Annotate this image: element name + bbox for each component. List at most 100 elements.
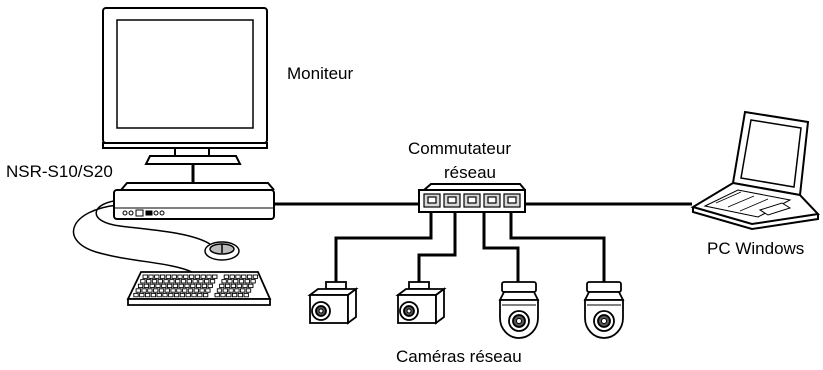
keyboard-key [163, 279, 169, 284]
keyboard-key [164, 288, 170, 293]
keyboard-key [240, 288, 246, 293]
switch-label-line1: Commutateur [408, 139, 511, 158]
keyboard-key [206, 274, 212, 279]
cable-recorder-mouse [95, 199, 211, 245]
keyboard-key [188, 274, 195, 279]
keyboard-key [157, 279, 163, 284]
keyboard-key [175, 279, 181, 284]
keyboard-key [149, 283, 155, 289]
keyboard-key [133, 292, 139, 298]
keyboard-key [166, 283, 173, 289]
recorder-label: NSR-S10/S20 [6, 162, 113, 181]
keyboard-key [233, 279, 239, 284]
keyboard-key [141, 288, 147, 293]
keyboard-key [219, 283, 225, 289]
keyboard-key [156, 292, 162, 298]
keyboard-key [216, 288, 223, 293]
keyboard-key [195, 283, 202, 289]
keyboard-key [177, 274, 183, 279]
dome-camera-icon-1 [498, 281, 540, 339]
pc-label: PC Windows [707, 239, 804, 258]
keyboard-key [250, 279, 256, 284]
keyboard-key [248, 283, 254, 289]
keyboard-key [162, 292, 168, 298]
keyboard-key [179, 292, 186, 298]
keyboard-key [185, 292, 191, 298]
keyboard-key [199, 288, 205, 293]
keyboard-key [222, 288, 228, 293]
keyboard-key [243, 292, 249, 298]
keyboard-key [155, 283, 161, 289]
keyboard-key [135, 288, 141, 293]
keyboard-key [202, 292, 209, 298]
keyboard-key [230, 283, 237, 289]
keyboard-key [173, 292, 180, 298]
keyboard-key [169, 279, 175, 284]
keyboard-key [224, 283, 231, 289]
dome-camera-icon-2 [583, 281, 625, 339]
keyboard-key [182, 288, 188, 293]
cables [72, 163, 692, 282]
keyboard-key [147, 288, 153, 293]
keyboard-key [139, 292, 145, 298]
keyboard-key [187, 288, 194, 293]
keyboard-key [201, 283, 208, 289]
switch-icon [418, 183, 526, 213]
keyboard-key [229, 274, 235, 279]
keyboard-key [228, 288, 234, 293]
cable-recorder-keyboard [72, 204, 193, 273]
keyboard-key [184, 283, 190, 289]
keyboard-key [159, 274, 166, 279]
keyboard-key [226, 292, 232, 298]
keyboard-key [190, 283, 196, 289]
keyboard-key [146, 279, 152, 284]
keyboard-key [207, 283, 213, 289]
cable-camera-4 [509, 212, 606, 282]
keyboard-key [168, 292, 174, 298]
keyboard-key [231, 292, 238, 298]
keyboard-key [137, 283, 144, 289]
keyboard-key [197, 292, 203, 298]
mouse-icon [204, 241, 240, 261]
keyboard-key [234, 288, 240, 293]
keyboard-key [140, 279, 146, 284]
keyboard-key [223, 274, 230, 279]
keyboard-key [214, 292, 220, 298]
keyboard-key [186, 279, 192, 284]
keyboard-key [154, 274, 160, 279]
monitor-icon [102, 7, 268, 165]
keyboard-key [209, 279, 216, 284]
recorder-icon [113, 182, 275, 220]
keyboard-key [252, 274, 259, 279]
keyboard-key [193, 288, 199, 293]
keyboard-key [191, 292, 197, 298]
keyboard-key [150, 292, 157, 298]
box-camera-icon-2 [395, 281, 447, 325]
keyboard-keys [133, 274, 259, 298]
keyboard-key [142, 274, 148, 279]
keyboard-key [237, 292, 244, 298]
keyboard-key [178, 283, 184, 289]
keyboard-key [172, 283, 179, 289]
keyboard-key [246, 274, 253, 279]
cable-camera-3 [482, 212, 520, 282]
box-camera-icon-1 [307, 281, 359, 325]
keyboard-key [158, 288, 165, 293]
keyboard-key [143, 283, 150, 289]
keyboard-key [241, 274, 247, 279]
switch-ports [423, 193, 521, 208]
keyboard-key [183, 274, 189, 279]
keyboard-key [165, 274, 172, 279]
keyboard-key [235, 274, 241, 279]
keyboard-key [170, 288, 176, 293]
keyboard-key [171, 274, 177, 279]
keyboard-key [153, 288, 159, 293]
keyboard-key [198, 279, 204, 284]
keyboard-key [180, 279, 187, 284]
keyboard-key [242, 283, 248, 289]
cable-camera-2 [417, 212, 457, 282]
keyboard-key [151, 279, 158, 284]
keyboard-key [220, 292, 226, 298]
keyboard-key [144, 292, 151, 298]
